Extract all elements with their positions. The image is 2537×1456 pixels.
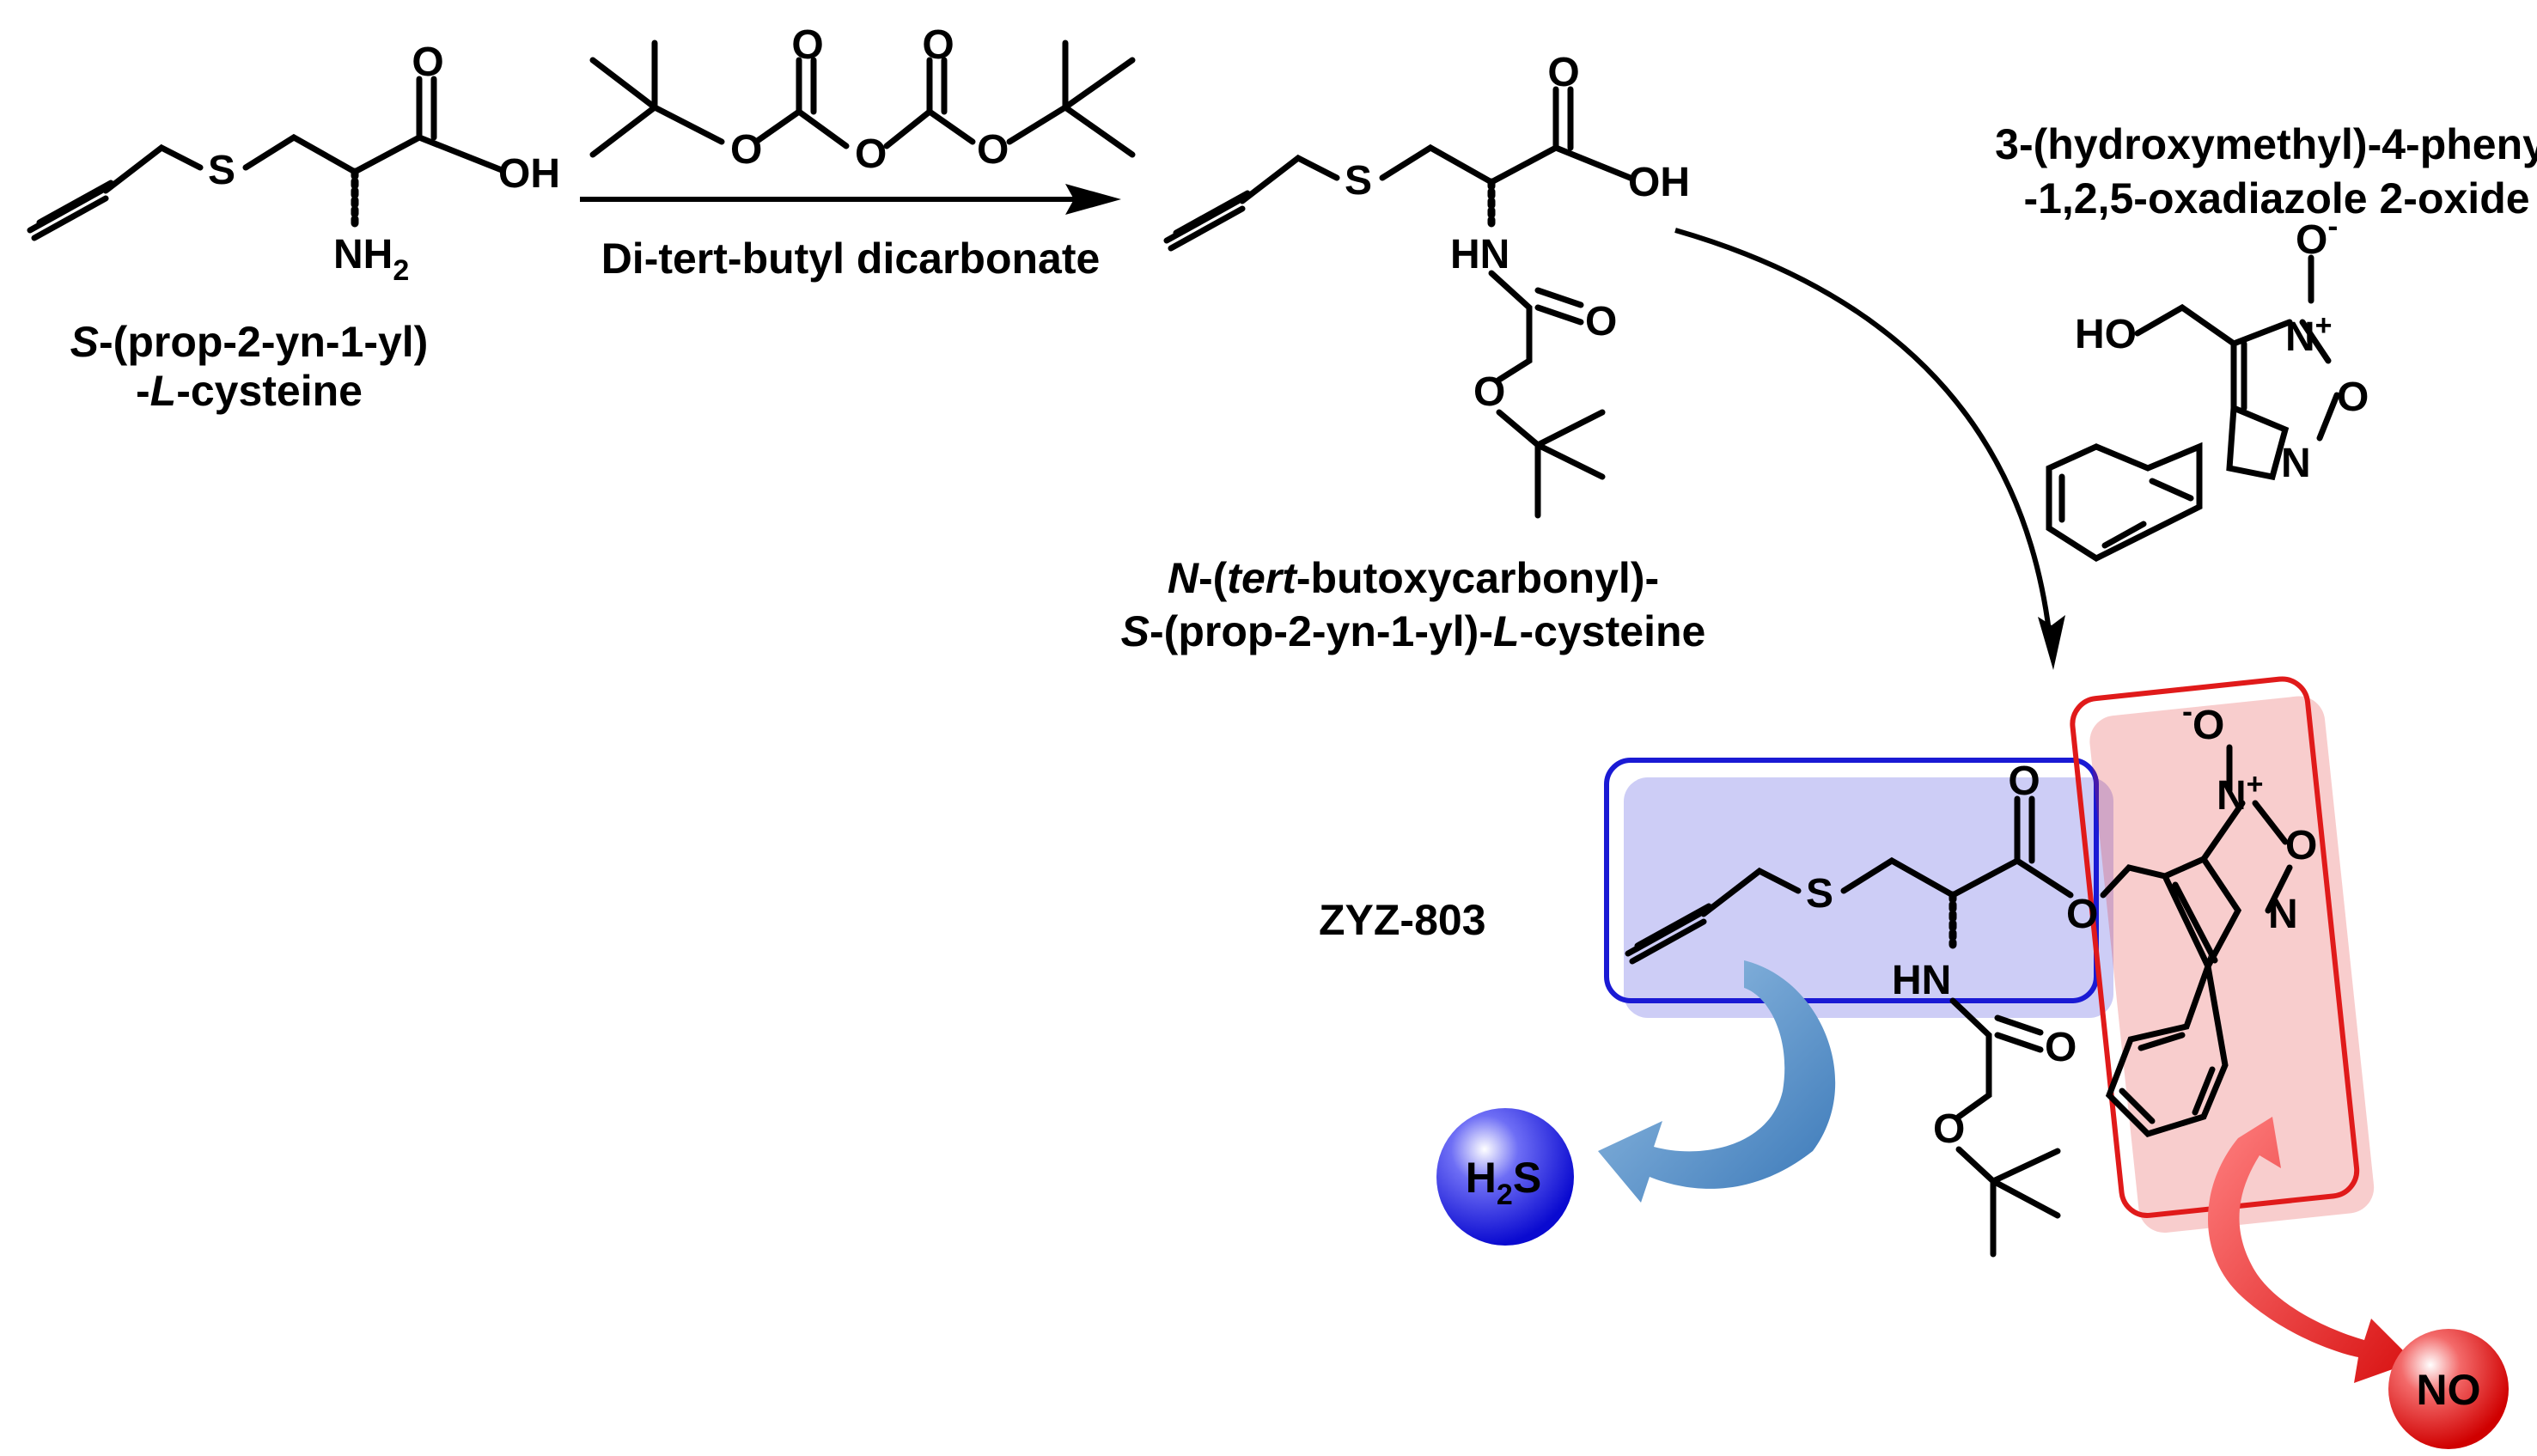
oxadiazole-name-line2: -1,2,5-oxadiazole 2-oxide: [2023, 174, 2529, 222]
sulfur-atom: S: [1806, 871, 1833, 917]
furoxan-alcohol: HO N+ O- O N: [2046, 208, 2369, 563]
hydroxyl-label: OH: [1628, 160, 1690, 205]
oxygen-atom: O: [1547, 50, 1579, 95]
oxide-oxygen: -O: [2182, 693, 2224, 748]
nh-label: HN: [1892, 958, 1951, 1003]
ester-oxygen: O: [2066, 892, 2098, 937]
h2s-sphere: [1436, 1108, 1574, 1246]
nh-label: HN: [1450, 232, 1509, 277]
sulfur-atom: S: [208, 148, 235, 193]
boc-intermediate: S O OH HN O O: [1163, 50, 1690, 519]
oxygen-atom: O: [977, 127, 1009, 173]
hydroxyl-label: HO: [2075, 312, 2137, 357]
boc-name-line1: N-(tert-butoxycarbonyl)-: [1168, 554, 1659, 602]
amine-label: NH2: [333, 232, 409, 287]
no-donor-shadow: [2089, 696, 2375, 1233]
product-name: ZYZ-803: [1319, 896, 1486, 944]
oxygen-atom: O: [855, 131, 887, 177]
start-name-line2: -L-cysteine: [136, 367, 363, 415]
reaction-arrow: [580, 184, 1121, 215]
no-donor-box: [2070, 676, 2360, 1218]
oxygen-atom: O: [922, 22, 954, 68]
no-sphere: [2388, 1329, 2509, 1449]
ring-oxygen: O: [2337, 375, 2369, 420]
product-molecule: S O O HN O O N+ -O O N: [1625, 693, 2317, 1258]
boc-anhydride: O O O O O: [589, 22, 1136, 177]
oxygen-atom: O: [2008, 758, 2040, 804]
start-molecule: S O OH NH2: [27, 40, 560, 287]
oxadiazole-name-line1: 3-(hydroxymethyl)-4-phenyl: [1995, 120, 2537, 168]
oxide-oxygen: O-: [2296, 208, 2338, 263]
oxygen-atom: O: [1933, 1106, 1965, 1152]
sulfur-atom: S: [1345, 158, 1372, 204]
no-release-arrow: [2208, 1117, 2414, 1383]
ring-nitrogen: N: [2281, 441, 2311, 486]
oxygen-atom: O: [791, 22, 823, 68]
oxygen-atom: O: [412, 40, 443, 85]
oxygen-atom: O: [730, 127, 762, 173]
h2s-label: H2S: [1466, 1154, 1541, 1211]
oxygen-atom: O: [1473, 369, 1505, 415]
no-label: NO: [2417, 1366, 2481, 1414]
ring-nitrogen: N: [2268, 892, 2298, 937]
hydroxyl-label: OH: [498, 151, 560, 197]
start-name-line1: S-(prop-2-yn-1-yl): [70, 318, 429, 366]
h2s-donor-shadow: [1624, 777, 2113, 1018]
h2s-donor-box: [1604, 758, 2099, 1003]
oxygen-atom: O: [1585, 299, 1617, 344]
ring-oxygen: O: [2285, 823, 2317, 868]
n-oxide-nitrogen: N+: [2285, 309, 2333, 360]
reagent-label: Di-tert-butyl dicarbonate: [601, 235, 1101, 283]
coupling-arrow: [1674, 228, 2065, 670]
oxygen-atom: O: [2045, 1025, 2077, 1070]
h2s-release-arrow: [1598, 960, 1836, 1203]
boc-name-line2: S-(prop-2-yn-1-yl)-L-cysteine: [1121, 607, 1706, 655]
n-oxide-nitrogen: N+: [2217, 768, 2264, 819]
